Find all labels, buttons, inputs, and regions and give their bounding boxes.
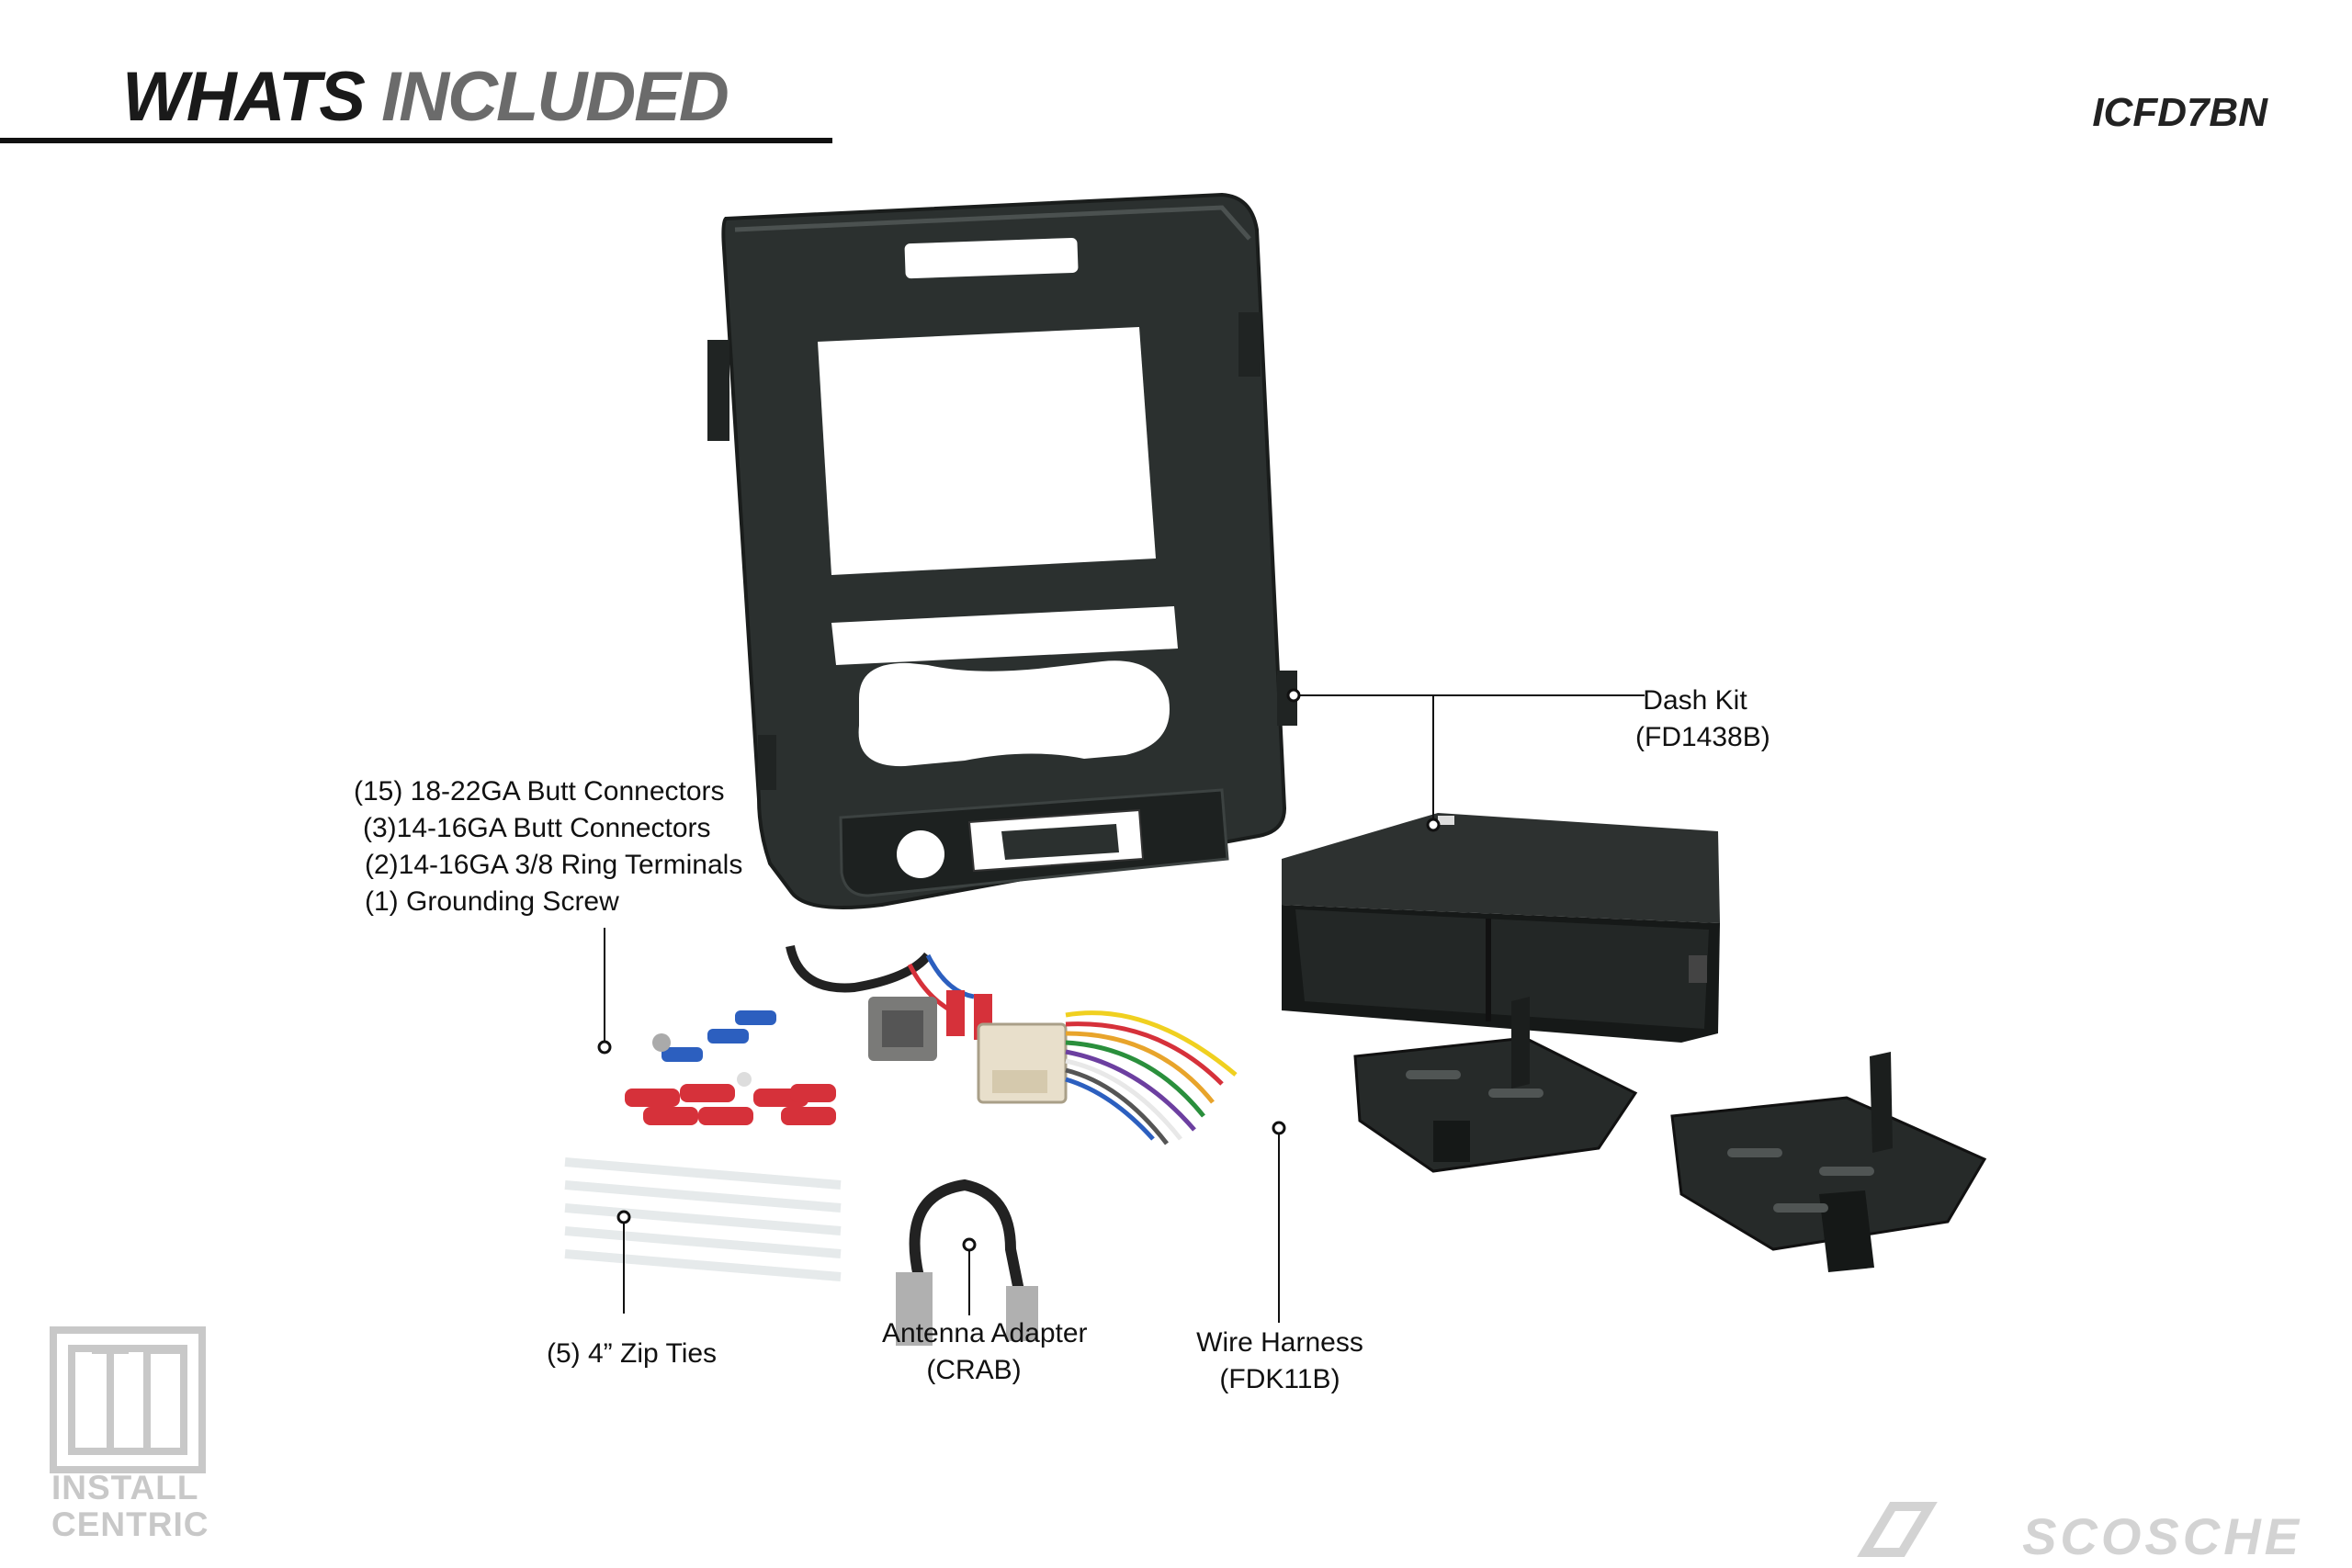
install-centric-line-1: INSTALL bbox=[51, 1469, 199, 1506]
page-title: WHATS INCLUDED bbox=[122, 57, 729, 137]
scosche-logo: SCOSCHE bbox=[2022, 1507, 2302, 1565]
connectors-line-3: (2)14-16GA 3/8 Ring Terminals bbox=[365, 850, 743, 880]
scosche-logo-icon bbox=[1857, 1502, 1938, 1557]
model-number: ICFD7BN bbox=[2092, 90, 2267, 135]
callout-dash-kit: Dash Kit (FD1438B) bbox=[1635, 682, 1770, 756]
callout-wire-harness: Wire Harness (FDK11B) bbox=[1193, 1325, 1367, 1398]
header-divider bbox=[0, 138, 832, 143]
zip-ties-art bbox=[564, 1157, 842, 1281]
dash-kit-bezel bbox=[707, 192, 1297, 909]
leader-lines bbox=[604, 694, 1645, 1323]
install-centric-line-2: CENTRIC bbox=[51, 1506, 209, 1543]
zip-ties-label: (5) 4” Zip Ties bbox=[547, 1338, 718, 1369]
antenna-adapter-art bbox=[896, 1179, 1038, 1346]
storage-pocket bbox=[1282, 813, 1720, 1043]
antenna-part: (CRAB) bbox=[926, 1355, 1022, 1385]
wire-harness-label: Wire Harness bbox=[1196, 1327, 1363, 1358]
dash-kit-part: (FD1438B) bbox=[1635, 722, 1770, 752]
title-word-whats: WHATS bbox=[122, 58, 366, 136]
callout-antenna: Antenna Adapter (CRAB) bbox=[882, 1315, 1088, 1389]
wire-harness-part: (FDK11B) bbox=[1219, 1364, 1340, 1394]
dash-kit-label: Dash Kit bbox=[1643, 685, 1747, 716]
leader-dots bbox=[597, 688, 1441, 1252]
connectors-line-1: (15) 18-22GA Butt Connectors bbox=[354, 776, 725, 807]
callout-connectors: (15) 18-22GA Butt Connectors (3)14-16GA … bbox=[354, 773, 742, 920]
title-word-included: INCLUDED bbox=[381, 58, 729, 136]
connectors-art bbox=[625, 1010, 836, 1125]
wire-harness-art bbox=[786, 944, 1238, 1145]
install-centric-logo-icon bbox=[50, 1326, 206, 1473]
antenna-label: Antenna Adapter bbox=[882, 1318, 1088, 1348]
connectors-line-2: (3)14-16GA Butt Connectors bbox=[363, 813, 711, 843]
install-centric-logo: INSTALL CENTRIC bbox=[51, 1470, 209, 1543]
connectors-line-4: (1) Grounding Screw bbox=[365, 886, 619, 917]
mounting-brackets bbox=[1353, 997, 1987, 1272]
